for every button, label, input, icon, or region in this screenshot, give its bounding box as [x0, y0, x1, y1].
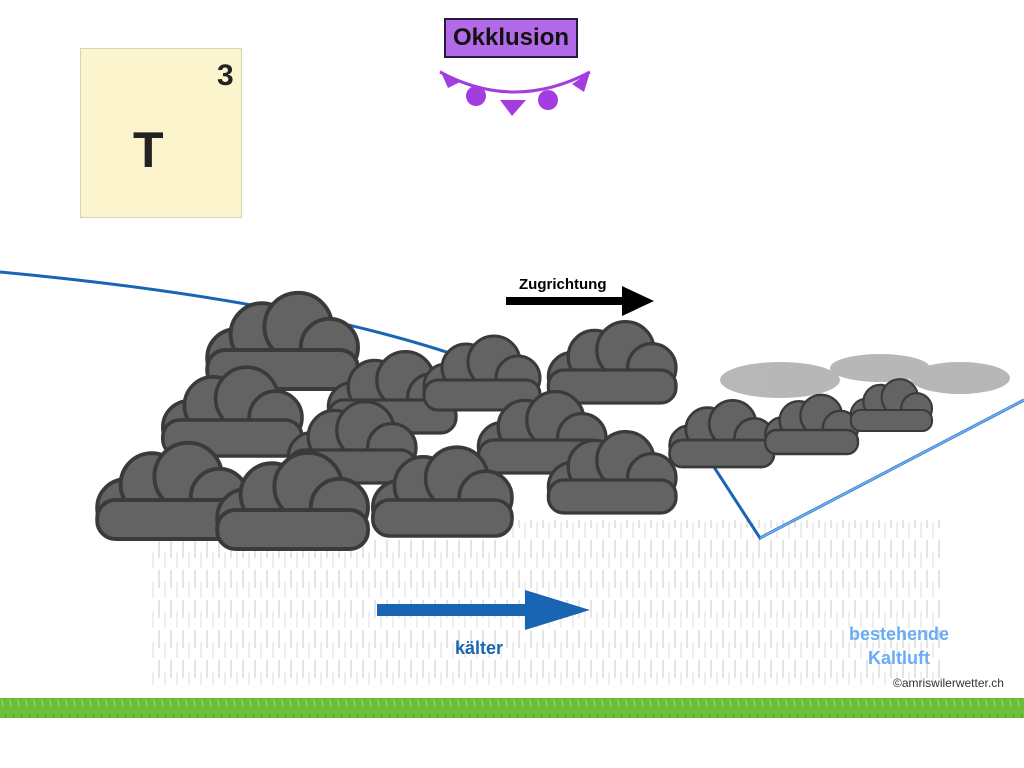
direction-label: Zugrichtung	[519, 276, 607, 293]
cold-air-line-1: bestehende	[848, 624, 950, 644]
grass-ground	[0, 698, 1024, 718]
front-symbol-card: 3 T	[80, 48, 242, 218]
copyright-text: ©amriswilerwetter.ch	[893, 676, 1004, 690]
card-letter: T	[133, 122, 164, 178]
colder-arrow	[377, 590, 590, 630]
direction-arrow	[506, 286, 654, 316]
colder-label: kälter	[455, 638, 504, 658]
title-occlusion-symbol	[439, 70, 591, 116]
diagram-title: Okklusion	[444, 18, 578, 58]
cold-air-label: bestehende Kaltluft	[834, 622, 964, 670]
cold-air-line-2: Kaltluft	[868, 648, 930, 668]
cold-air-boundary	[759, 399, 1024, 539]
cloud-mass	[95, 290, 934, 551]
distant-clouds	[720, 354, 1010, 398]
card-number: 3	[217, 59, 234, 92]
